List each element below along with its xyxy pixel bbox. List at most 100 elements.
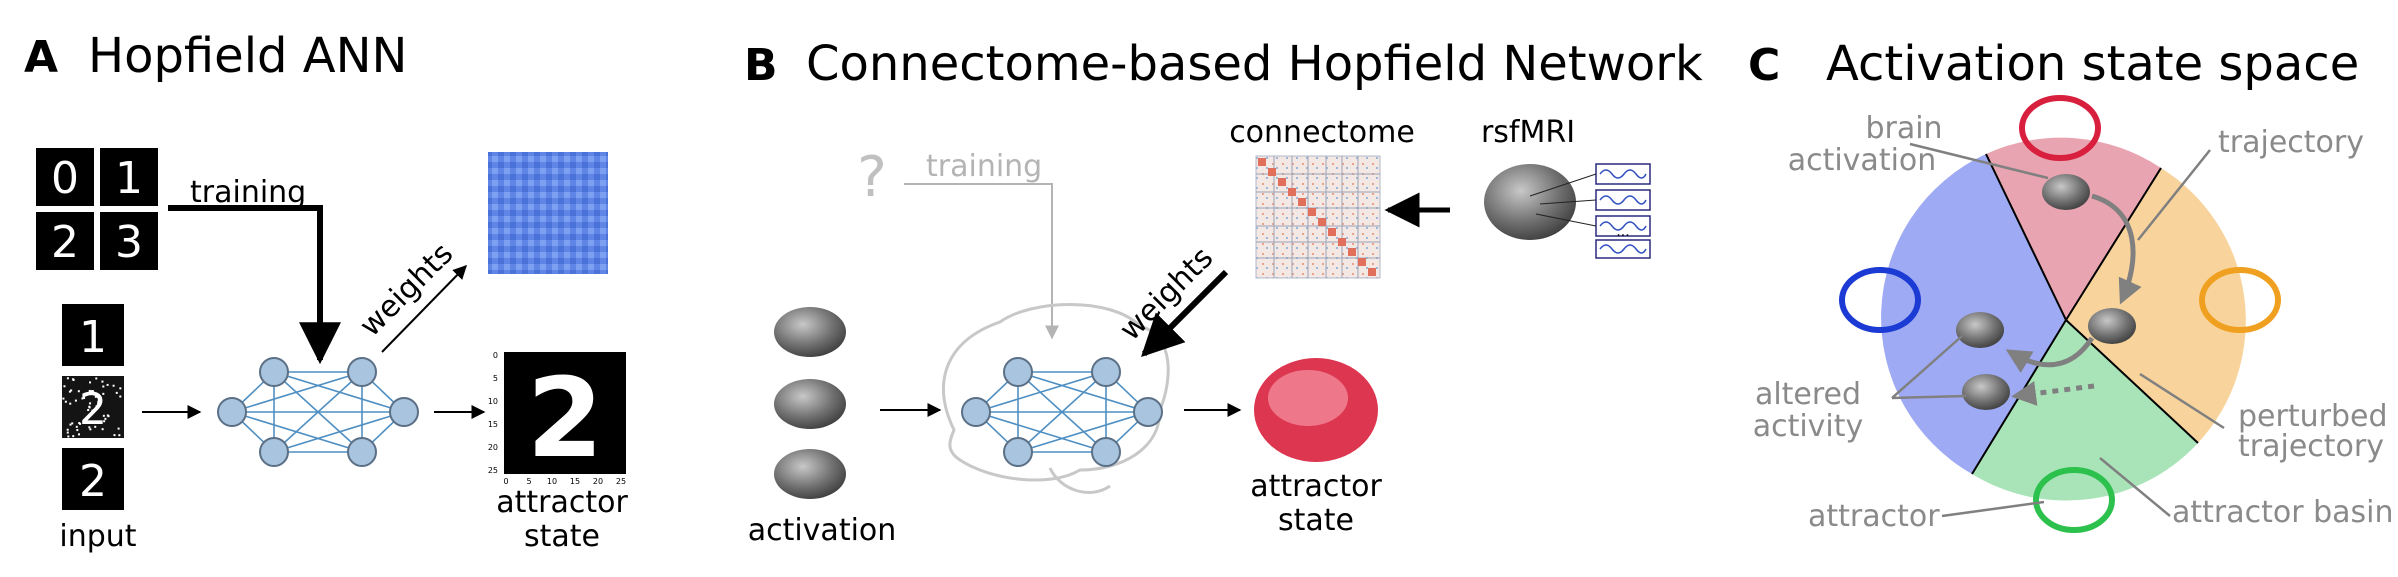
- connectome-grid: [1256, 156, 1380, 278]
- brain-activation-label-1: brain: [1865, 111, 1942, 146]
- altered-brain-icon: [1962, 374, 2010, 410]
- network-edge: [273, 411, 405, 453]
- diagonal-cell: [1328, 228, 1336, 236]
- perturbed-trajectory-label-1: perturbed: [2238, 399, 2388, 434]
- y-tick: 20: [488, 443, 498, 452]
- weights-matrix: [488, 152, 608, 274]
- noise-pixel: [87, 409, 90, 412]
- panel-c: C Activation state space: [1748, 36, 2394, 534]
- noise-pixel: [89, 381, 92, 384]
- noise-pixel: [78, 421, 81, 424]
- noise-pixel: [63, 385, 66, 388]
- pointer-line: [2137, 149, 2211, 241]
- grey-brain-icon: [774, 379, 846, 429]
- noise-pixel: [72, 378, 75, 381]
- timeseries-ellipsis: ...: [1616, 224, 1629, 240]
- network-node: [389, 397, 419, 427]
- y-tick: 0: [493, 351, 498, 360]
- diagonal-cell: [1338, 238, 1346, 246]
- panel-b-attractor-label-1: attractor: [1250, 469, 1382, 504]
- activation-brain-icon: [2042, 174, 2090, 210]
- noise-pixel: [95, 405, 98, 408]
- fmri-timeseries: ...: [1595, 163, 1651, 259]
- activation-brains: [774, 307, 846, 499]
- altered-activity-label-2: activity: [1753, 409, 1864, 444]
- digit-tile: [36, 148, 94, 206]
- noise-pixel: [94, 395, 97, 398]
- y-tick: 15: [488, 420, 498, 429]
- noise-pixel: [89, 428, 92, 431]
- x-tick: 5: [526, 477, 531, 486]
- noise-pixel: [77, 390, 80, 393]
- diagonal-cell: [1358, 258, 1366, 266]
- timeseries-wave: [1599, 169, 1647, 179]
- grey-brain-icon: [774, 449, 846, 499]
- input-digits: 1 2 2: [62, 304, 124, 510]
- timeseries-wave: [1599, 221, 1647, 231]
- perturbed-trajectory-label-2: trajectory: [2238, 429, 2384, 464]
- diagonal-cell: [1368, 268, 1376, 276]
- x-axis-ticks: 0 5 10 15 20 25: [503, 477, 626, 486]
- noise-pixel: [113, 434, 116, 437]
- pointer-line: [1941, 500, 2045, 518]
- rsfmri-label: rsfMRI: [1481, 115, 1575, 150]
- trajectory-label: trajectory: [2218, 125, 2364, 160]
- green-attractor-brain-icon: [2033, 467, 2115, 533]
- noise-pixel: [104, 417, 107, 420]
- network-edge: [1017, 411, 1149, 453]
- noise-pixel: [117, 427, 120, 430]
- digit-0: 0: [51, 153, 79, 204]
- input-digit-tile: [62, 304, 124, 366]
- noise-pixel: [74, 399, 77, 402]
- noise-pixel: [76, 429, 79, 432]
- noise-pixel: [103, 420, 106, 423]
- noise-pixel: [115, 391, 118, 394]
- y-tick: 5: [493, 374, 498, 383]
- attractor-digit-image: 2 0 5 10 15 20 25 0 5 10 15 20 25: [488, 351, 626, 486]
- digit-2: 2: [51, 217, 79, 268]
- noise-pixel: [70, 389, 73, 392]
- timeseries-wave: [1599, 244, 1647, 254]
- network-node: [1003, 357, 1033, 387]
- brain-line: [1539, 199, 1597, 205]
- diagonal-cell: [1258, 158, 1266, 166]
- network-node: [1091, 437, 1121, 467]
- network-node: [1091, 357, 1121, 387]
- timeseries-box: [1595, 189, 1651, 211]
- panel-b-letter: B: [744, 40, 778, 91]
- gray-training-arrow: [904, 183, 1059, 340]
- noise-pixel: [75, 425, 78, 428]
- question-mark: ?: [857, 145, 887, 210]
- noise-pixel: [66, 377, 69, 380]
- diagonal-cell: [1348, 248, 1356, 256]
- network-edge: [1017, 371, 1107, 453]
- network-edge: [273, 371, 363, 453]
- pointer-line: [1891, 394, 1967, 400]
- noise-pixel: [91, 409, 94, 412]
- noise-pixel: [98, 400, 101, 403]
- noise-pixel: [64, 400, 67, 403]
- noise-pixel: [89, 402, 92, 405]
- x-tick: 25: [616, 477, 626, 486]
- timeseries-box: [1595, 239, 1651, 259]
- digit-tile: [36, 212, 94, 270]
- noise-pixel: [102, 385, 105, 388]
- noise-pixel: [88, 426, 91, 429]
- cerebellum-outline: [1048, 467, 1111, 494]
- noise-pixel: [94, 425, 97, 428]
- input-label: input: [59, 519, 136, 554]
- timeseries-wave: [1599, 195, 1647, 205]
- panel-c-letter: C: [1748, 40, 1780, 91]
- connectome-label: connectome: [1229, 115, 1415, 150]
- noise-pixel: [66, 431, 69, 434]
- brain-outline: [942, 303, 1170, 482]
- training-digits-grid: 0 1 2 3: [36, 148, 158, 270]
- noise-pixel: [67, 435, 70, 438]
- network-node: [961, 397, 991, 427]
- network-node: [259, 437, 289, 467]
- diagonal-cell: [1268, 168, 1276, 176]
- network-node: [1003, 437, 1033, 467]
- diagonal-cell: [1278, 178, 1286, 186]
- noise-pixel: [101, 428, 104, 431]
